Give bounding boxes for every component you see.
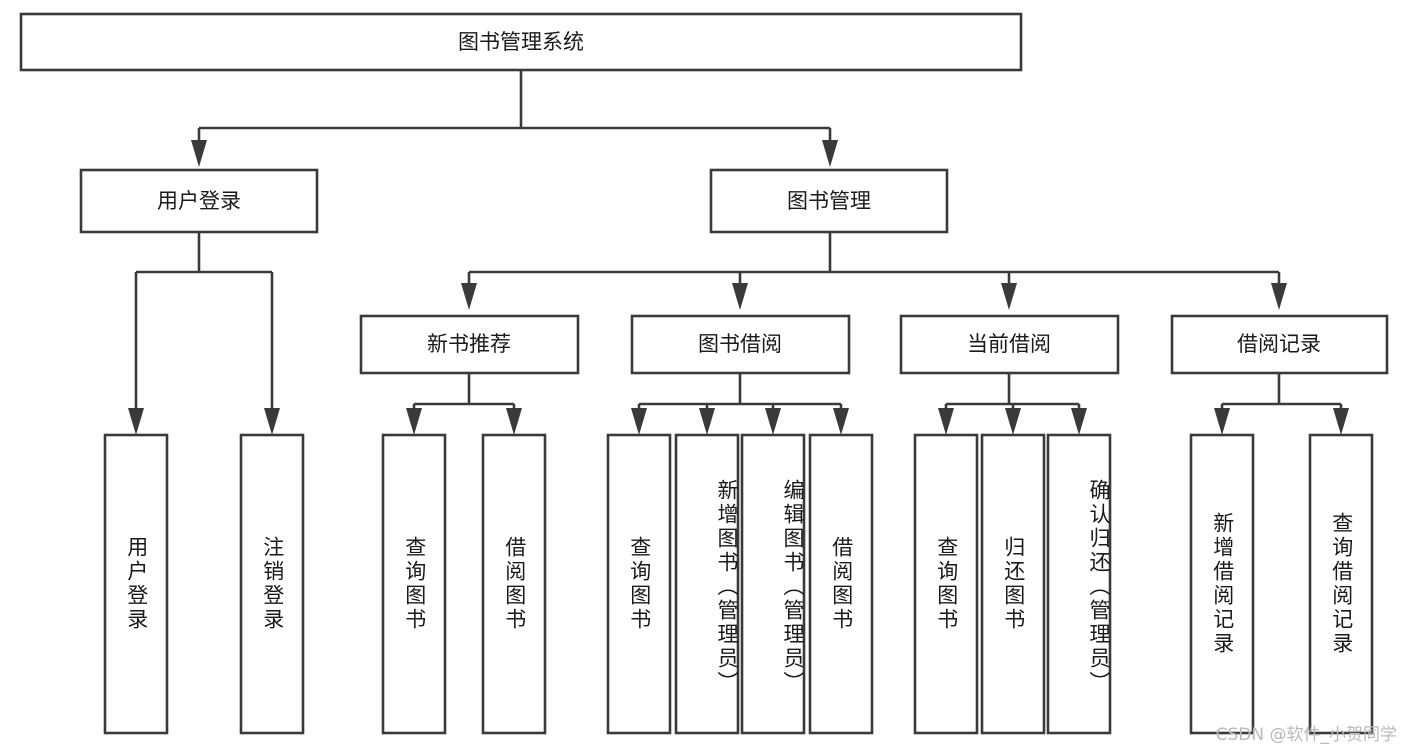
connector-layer — [128, 70, 1349, 435]
node-borrow-record[interactable]: 借阅记录 — [1170, 314, 1389, 375]
node-current-borrow-box[interactable] — [899, 314, 1120, 375]
node-book-borrow[interactable]: 图书借阅 — [630, 314, 851, 375]
leaf-box-borrow-books-newbook[interactable] — [481, 433, 547, 735]
arrow-bookmgmt-to-current — [1001, 283, 1017, 310]
node-user-login-label: 用户登录 — [157, 189, 241, 213]
arrow-newbook-leaf-1 — [406, 408, 422, 435]
node-root-label: 图书管理系统 — [458, 30, 584, 54]
arrow-borrow-leaf-3 — [765, 408, 781, 435]
arrow-borrow-leaf-4 — [833, 408, 849, 435]
arrow-userlogin-leaf-1 — [128, 408, 144, 435]
arrow-newbook-leaf-2 — [506, 408, 522, 435]
node-borrow-record-label: 借阅记录 — [1237, 332, 1321, 356]
arrow-current-leaf-1 — [938, 408, 954, 435]
leaf-box-add-borrow-record[interactable] — [1189, 433, 1255, 735]
arrow-record-leaf-1 — [1214, 408, 1230, 435]
node-book-management-label: 图书管理 — [787, 189, 871, 213]
arrow-bookmgmt-to-newbook — [461, 283, 477, 310]
leaf-box-user-login[interactable] — [103, 433, 169, 735]
arrow-bookmgmt-to-record — [1271, 283, 1287, 310]
node-book-borrow-box[interactable] — [630, 314, 851, 375]
node-new-book-recommend[interactable]: 新书推荐 — [359, 314, 580, 375]
leaf-box-add-book-admin[interactable] — [674, 433, 740, 735]
arrow-bookmgmt-to-borrow — [732, 283, 748, 310]
leaf-box-return-books[interactable] — [980, 433, 1046, 735]
node-user-login-box[interactable] — [79, 168, 319, 234]
node-new-book-recommend-box[interactable] — [359, 314, 580, 375]
node-book-management[interactable]: 图书管理 — [709, 168, 949, 234]
node-root-box[interactable] — [19, 12, 1023, 72]
node-current-borrow-label: 当前借阅 — [967, 332, 1051, 356]
leaf-box-query-books-newbook[interactable] — [381, 433, 447, 735]
arrow-root-to-user-login — [191, 140, 207, 167]
leaf-box-edit-book-admin[interactable] — [740, 433, 806, 735]
node-root[interactable]: 图书管理系统 — [19, 12, 1023, 72]
arrow-borrow-leaf-1 — [631, 408, 647, 435]
arrow-current-leaf-3 — [1071, 408, 1087, 435]
arrow-current-leaf-2 — [1005, 408, 1021, 435]
node-book-borrow-label: 图书借阅 — [698, 332, 782, 356]
leaf-box-query-books-current[interactable] — [913, 433, 979, 735]
leaf-box-confirm-return-admin[interactable] — [1046, 433, 1112, 735]
arrow-borrow-leaf-2 — [699, 408, 715, 435]
leaf-box-query-borrow-record[interactable] — [1308, 433, 1374, 735]
leaf-box-query-books-borrow[interactable] — [606, 433, 672, 735]
arrow-userlogin-leaf-2 — [264, 408, 280, 435]
node-user-login[interactable]: 用户登录 — [79, 168, 319, 234]
leaf-box-borrow-books-borrow[interactable] — [808, 433, 874, 735]
node-book-management-box[interactable] — [709, 168, 949, 234]
leaf-box-logout[interactable] — [239, 433, 305, 735]
node-borrow-record-box[interactable] — [1170, 314, 1389, 375]
node-new-book-recommend-label: 新书推荐 — [427, 332, 511, 356]
node-current-borrow[interactable]: 当前借阅 — [899, 314, 1120, 375]
arrow-record-leaf-2 — [1333, 408, 1349, 435]
arrow-root-to-book-mgmt — [822, 140, 838, 167]
